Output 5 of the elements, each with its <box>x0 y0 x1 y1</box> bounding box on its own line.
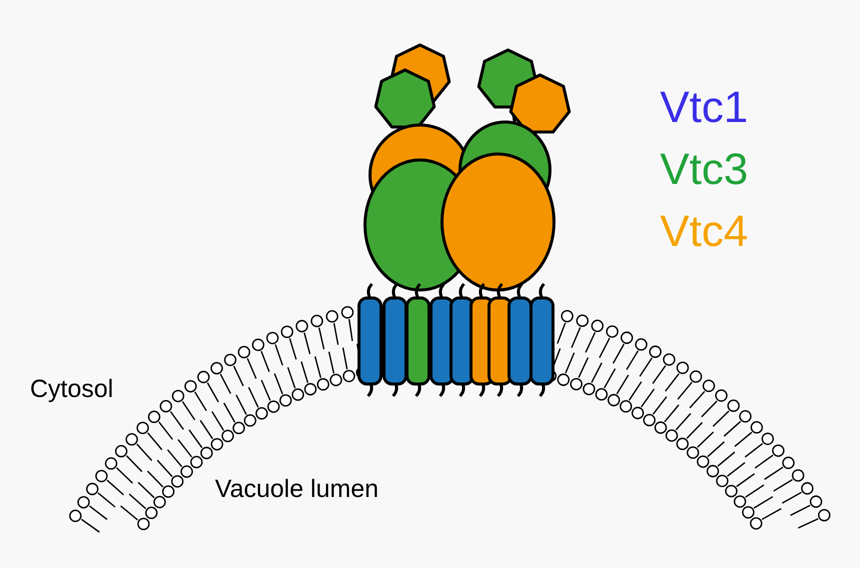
legend-entry: Vtc1 <box>660 86 748 130</box>
region-label: Cytosol <box>30 375 114 404</box>
legend-entry: Vtc3 <box>660 148 748 192</box>
legend-entry: Vtc4 <box>660 210 748 254</box>
region-label: Vacuole lumen <box>215 475 379 504</box>
